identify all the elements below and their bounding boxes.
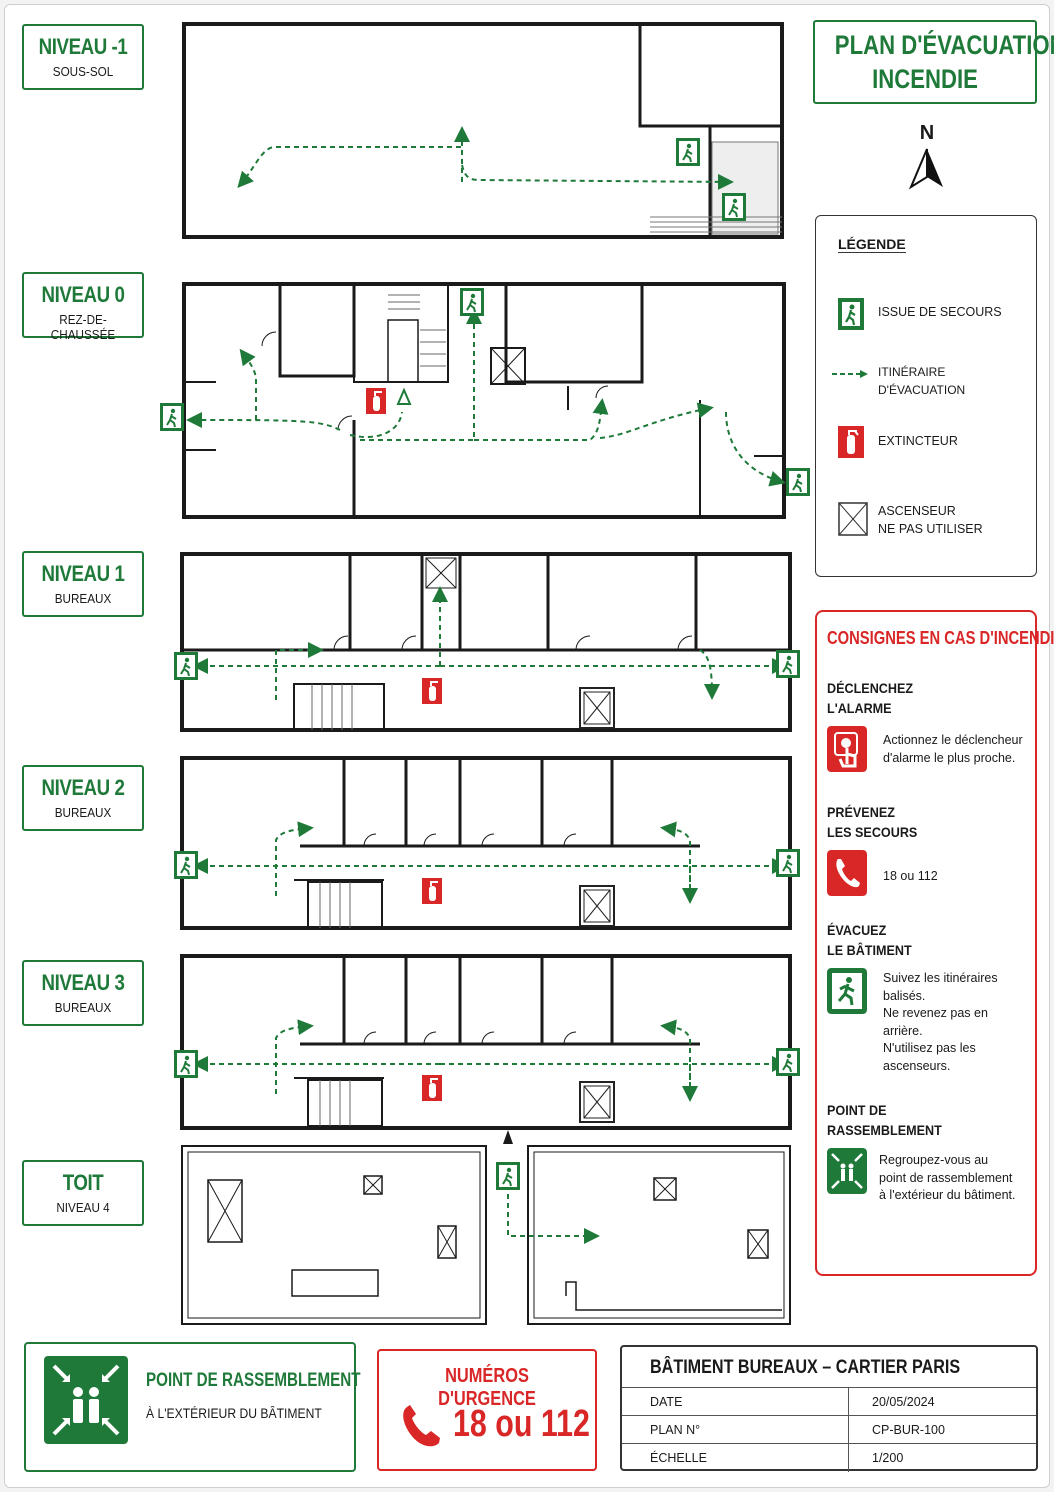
- phone-icon: [403, 1405, 440, 1447]
- legend-item-route: ITINÉRAIRE D'ÉVACUATION: [830, 354, 1030, 397]
- plan-title-line2: INCENDIE: [872, 64, 978, 94]
- level-title: NIVEAU -1: [38, 34, 128, 59]
- floor-plans: [159, 22, 811, 1325]
- emergency-exit-icon: [775, 848, 801, 878]
- legend-label: ISSUE DE SECOURS: [878, 305, 1002, 319]
- emergency-exit-icon: [838, 298, 864, 330]
- fire-extinguisher-icon: [421, 1074, 443, 1102]
- step-heading: PRÉVENEZ: [827, 804, 895, 820]
- emergency-exit-icon: [173, 850, 199, 880]
- level-label-roof: TOIT NIVEAU 4: [22, 1160, 144, 1226]
- emergency-exit-icon: [159, 402, 185, 432]
- level-subtitle: NIVEAU 4: [56, 1200, 110, 1215]
- emergency-exit-icon: [495, 1161, 521, 1191]
- level-label-3: NIVEAU 3 BUREAUX: [22, 960, 144, 1026]
- emergency-number: 18 ou 112: [453, 1403, 590, 1445]
- legend-label: EXTINCTEUR: [878, 434, 958, 448]
- level-label-0: NIVEAU 0 REZ-DE-CHAUSSÉE: [22, 272, 144, 342]
- level-subtitle: BUREAUX: [54, 1000, 112, 1015]
- level-title: NIVEAU 2: [41, 775, 125, 800]
- assembly-point-icon: [827, 1148, 867, 1194]
- step-heading: ÉVACUEZ: [827, 922, 887, 938]
- step-heading: LES SECOURS: [827, 824, 918, 840]
- level-label-1: NIVEAU 1 BUREAUX: [22, 551, 144, 617]
- emergency-exit-icon: [775, 649, 801, 679]
- level-title: NIVEAU 0: [41, 282, 125, 307]
- plan-title-line1: PLAN D'ÉVACUATION: [834, 30, 1054, 60]
- step-heading: POINT DE: [827, 1102, 887, 1118]
- level-0-plan: [182, 282, 786, 519]
- level-subtitle: BUREAUX: [54, 591, 112, 606]
- level-3-plan: [180, 954, 792, 1130]
- fire-extinguisher-icon: [838, 426, 864, 458]
- alarm-icon: [396, 387, 412, 405]
- level-title: NIVEAU 1: [41, 561, 125, 586]
- north-label: N: [919, 122, 935, 144]
- emergency-numbers-box: NUMÉROS D'URGENCE 18 ou 112: [377, 1349, 597, 1471]
- emergency-exit-icon: [775, 1047, 801, 1077]
- fire-instructions-panel: CONSIGNES EN CAS D'INCENDIE DÉCLENCHEZ L…: [815, 610, 1054, 1276]
- legend-title: LÉGENDE: [838, 236, 906, 253]
- level-label-2: NIVEAU 2 BUREAUX: [22, 765, 144, 831]
- level-subtitle: REZ-DE-CHAUSSÉE: [50, 312, 116, 342]
- roof-plan: [181, 1145, 791, 1325]
- north-arrow: N: [905, 122, 949, 196]
- fire-extinguisher-icon: [421, 877, 443, 905]
- phone-icon: [827, 850, 867, 896]
- emergency-exit-icon: [675, 137, 701, 167]
- step-text: 18 ou 112: [883, 869, 938, 883]
- north-arrow-icon: [908, 148, 943, 190]
- step-heading: RASSEMBLEMENT: [827, 1122, 942, 1138]
- emergency-title: NUMÉROS D'URGENCE: [438, 1365, 536, 1410]
- level-subtitle: SOUS-SOL: [52, 64, 114, 79]
- info-row: PLAN N°CP-BUR-100: [622, 1415, 1036, 1444]
- emergency-exit-icon: [785, 467, 811, 497]
- fire-extinguisher-icon: [421, 677, 443, 705]
- emergency-exit-icon: [721, 192, 747, 222]
- legend-label-line1: ASCENSEUR: [878, 504, 956, 518]
- emergency-exit-icon: [459, 287, 485, 317]
- elevator-icon: [579, 885, 615, 927]
- legend-label-line2: NE PAS UTILISER: [878, 522, 983, 536]
- building-title: BÂTIMENT BUREAUX – CARTIER PARIS: [650, 1357, 961, 1378]
- legend-item-exit: ISSUE DE SECOURS: [830, 294, 1030, 334]
- step-heading: DÉCLENCHEZ: [827, 680, 914, 696]
- legend-panel: LÉGENDE ISSUE DE SECOURS ITINÉRAIRE D'ÉV…: [815, 215, 1037, 577]
- instructions-title: CONSIGNES EN CAS D'INCENDIE: [827, 628, 1054, 648]
- evacuation-route-icon: [832, 370, 868, 378]
- assembly-title: POINT DE RASSEMBLEMENT: [146, 1370, 361, 1391]
- level-title: NIVEAU 3: [41, 970, 125, 995]
- emergency-exit-icon: [173, 1049, 199, 1079]
- level-subtitle: BUREAUX: [54, 805, 112, 820]
- fire-extinguisher-icon: [365, 387, 387, 415]
- alarm-button-icon: [827, 726, 867, 772]
- level-2-plan: [180, 756, 792, 930]
- emergency-exit-icon: [173, 651, 199, 681]
- level-minus1-plan: [182, 22, 784, 239]
- legend-item-extinguisher: EXTINCTEUR: [830, 422, 1030, 462]
- elevator-icon: [579, 1081, 615, 1123]
- legend-item-elevator: ASCENSEUR NE PAS UTILISER: [830, 498, 1030, 538]
- step-heading: L'ALARME: [827, 700, 892, 716]
- level-title: TOIT: [62, 1170, 104, 1195]
- elevator-icon: [838, 502, 868, 536]
- level-1-plan: [180, 552, 792, 732]
- running-person-icon: [827, 968, 867, 1014]
- step-heading: LE BÂTIMENT: [827, 942, 912, 958]
- elevator-icon: [579, 687, 615, 729]
- plan-title: PLAN D'ÉVACUATION INCENDIE: [813, 20, 1054, 104]
- legend-label: ITINÉRAIRE D'ÉVACUATION: [878, 365, 966, 397]
- assembly-point-icon: [44, 1356, 128, 1444]
- assembly-point-box: POINT DE RASSEMBLEMENT À L'EXTÉRIEUR DU …: [24, 1342, 361, 1472]
- level-label-minus1: NIVEAU -1 SOUS-SOL: [22, 24, 144, 90]
- assembly-subtitle: À L'EXTÉRIEUR DU BÂTIMENT: [146, 1406, 322, 1421]
